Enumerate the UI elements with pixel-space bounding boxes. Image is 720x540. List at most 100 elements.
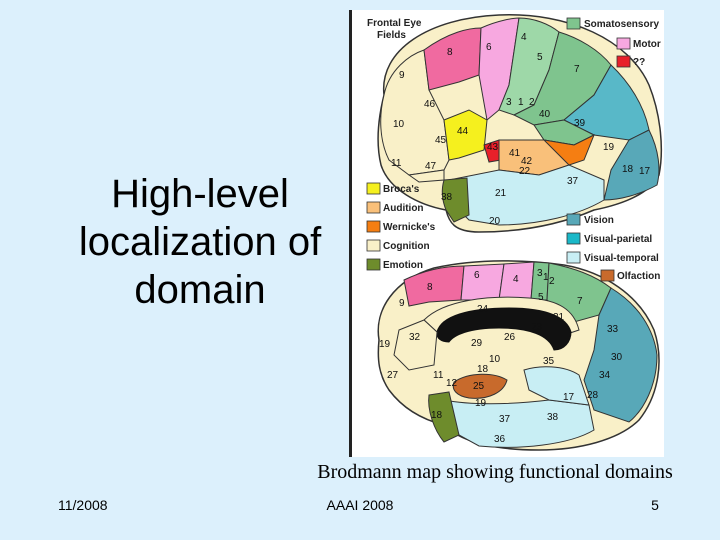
area-num: 37	[499, 414, 511, 425]
area-num: 4	[521, 32, 527, 43]
figure-caption: Brodmann map showing functional domains	[317, 461, 673, 483]
legend-mid-left: Broca's Audition Wernicke's Cognition Em…	[366, 182, 436, 271]
area-num: 42	[521, 156, 533, 167]
area-num: 19	[379, 339, 391, 350]
legend-frontal-eye-line1: Frontal Eye	[367, 18, 422, 29]
area-num: 11	[433, 370, 444, 381]
area-num: 12	[446, 378, 458, 389]
legend-top-right: Somatosensory Motor ??	[566, 17, 661, 68]
legend-label-cognition: Cognition	[383, 241, 430, 252]
area-47	[407, 169, 445, 183]
brodmann-map-svg: 8 6 4 5 7 9 46 45 44 10 3 1 2 40 39 43 4…	[349, 10, 663, 457]
area-num: 3	[537, 268, 543, 279]
area-num: 25	[473, 381, 485, 392]
area-num: 6	[474, 270, 480, 281]
area-somato-5-7	[512, 31, 612, 126]
medial-area-6	[460, 263, 505, 301]
area-somato-4	[498, 17, 560, 116]
area-num: 17	[563, 392, 575, 403]
legend-label-unknown: ??	[633, 57, 645, 68]
area-num: 9	[399, 70, 405, 81]
legend-swatch-olfaction	[600, 269, 615, 282]
area-num: 11	[391, 158, 402, 169]
area-frontal-eye-fields	[423, 27, 482, 91]
legend-swatch-motor	[616, 37, 631, 50]
area-num: 2	[529, 97, 535, 108]
lateral-area-numbers: 8 6 4 5 7 9 46 45 44 10 3 1 2 40 39 43 4…	[391, 32, 651, 227]
legend-swatch-visual-parietal	[566, 232, 581, 245]
area-motor-6	[478, 17, 520, 121]
legend-top-left: Frontal Eye Fields	[367, 18, 422, 41]
area-num: 5	[537, 52, 543, 63]
legend-swatch-audition	[366, 201, 381, 214]
corpus-callosum	[436, 307, 572, 351]
area-num: 30	[611, 352, 623, 363]
area-num: 3	[506, 97, 512, 108]
area-num: 4	[513, 274, 519, 285]
area-num: 26	[504, 332, 516, 343]
medial-brain	[377, 260, 660, 451]
area-num: 37	[567, 176, 579, 187]
area-num: 2	[549, 276, 555, 287]
lateral-brain	[377, 14, 663, 233]
area-num: 31	[553, 312, 565, 323]
area-num: 18	[477, 364, 489, 375]
area-num: 22	[519, 166, 531, 177]
area-num: 35	[543, 356, 555, 367]
area-num: 47	[425, 161, 437, 172]
legend-label-somatosensory: Somatosensory	[584, 19, 659, 30]
area-num: 8	[447, 47, 453, 58]
area-brocas	[443, 109, 488, 161]
area-num: 10	[393, 119, 405, 130]
legend-label-wernickes: Wernicke's	[383, 222, 436, 233]
area-wernickes	[542, 133, 595, 166]
area-num: 38	[547, 412, 559, 423]
area-num: 43	[487, 142, 499, 153]
area-num: 45	[435, 135, 447, 146]
legend-label-emotion: Emotion	[383, 260, 423, 271]
legend-swatch-cognition	[366, 239, 381, 252]
legend-label-brocas: Broca's	[383, 184, 420, 195]
legend-label-motor: Motor	[633, 39, 661, 50]
title-line-1: High-level	[111, 172, 289, 216]
area-num: 21	[495, 188, 507, 199]
footer-page-number: 5	[651, 497, 659, 513]
medial-area-vision	[583, 287, 658, 423]
medial-area-temporal	[443, 399, 595, 448]
medial-area-8	[403, 265, 465, 307]
figure-left-border	[349, 10, 352, 457]
legend-label-olfaction: Olfaction	[617, 271, 660, 282]
area-num: 24	[477, 304, 489, 315]
area-num: 34	[599, 370, 611, 381]
legend-swatch-vision	[566, 213, 581, 226]
area-num: 18	[431, 410, 443, 421]
brodmann-map-figure: 8 6 4 5 7 9 46 45 44 10 3 1 2 40 39 43 4…	[349, 10, 664, 457]
medial-area-numbers: 6 4 8 3 1 2 5 7 31 24 9 32 23 26 29 33 1…	[379, 268, 623, 445]
legend-swatch-unknown	[616, 55, 631, 68]
legend-swatch-somatosensory	[566, 17, 581, 30]
legend-label-visual-parietal: Visual-parietal	[584, 234, 652, 245]
legend-mid-right: Vision Visual-parietal Visual-temporal O…	[566, 213, 660, 282]
area-num: 32	[409, 332, 421, 343]
legend-label-vision: Vision	[584, 215, 614, 226]
medial-area-35	[523, 366, 590, 406]
area-num: 38	[441, 192, 453, 203]
legend-label-visual-temporal: Visual-temporal	[584, 253, 659, 264]
area-num: 9	[399, 298, 405, 309]
area-emotion-38	[441, 177, 470, 223]
area-num: 7	[577, 296, 583, 307]
area-num: 29	[471, 338, 483, 349]
title-line-2: localization of	[78, 220, 322, 264]
area-num: 33	[607, 324, 619, 335]
medial-area-34	[452, 373, 508, 399]
area-num: 28	[587, 390, 599, 401]
area-num: 40	[539, 109, 551, 120]
legend-frontal-eye-line2: Fields	[377, 30, 406, 41]
area-num: 23	[531, 322, 543, 333]
legend-swatch-visual-temporal	[566, 251, 581, 264]
footer-date: 11/2008	[58, 497, 108, 513]
area-num: 41	[509, 148, 521, 159]
area-num: 20	[489, 216, 501, 227]
legend-swatch-emotion	[366, 258, 381, 271]
